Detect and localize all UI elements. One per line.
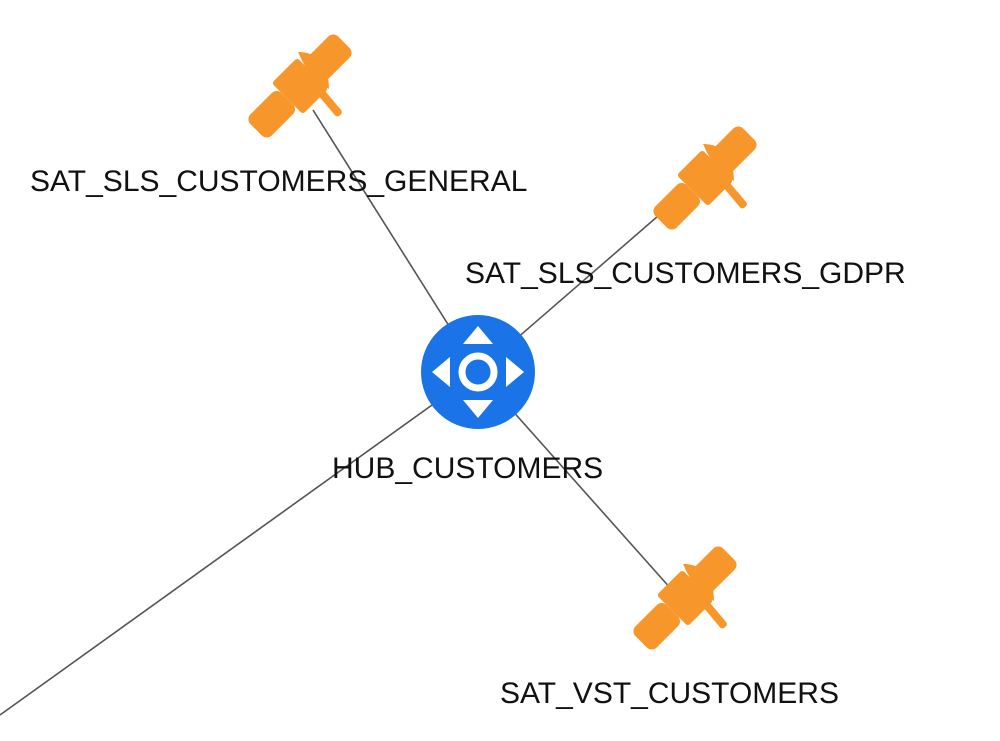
- node-label-sat-vst: SAT_VST_CUSTOMERS: [500, 677, 839, 710]
- node-label-sat-gdpr: SAT_SLS_CUSTOMERS_GDPR: [465, 257, 906, 290]
- node-label-hub: HUB_CUSTOMERS: [332, 452, 603, 485]
- satellite-icon[interactable]: [650, 123, 760, 233]
- satellite-icon[interactable]: [245, 31, 355, 141]
- node-label-sat-general: SAT_SLS_CUSTOMERS_GENERAL: [30, 165, 527, 198]
- edge-hub-to-offscreen: [0, 371, 479, 716]
- hub-move-icon[interactable]: [421, 315, 535, 429]
- satellite-icon[interactable]: [630, 543, 740, 653]
